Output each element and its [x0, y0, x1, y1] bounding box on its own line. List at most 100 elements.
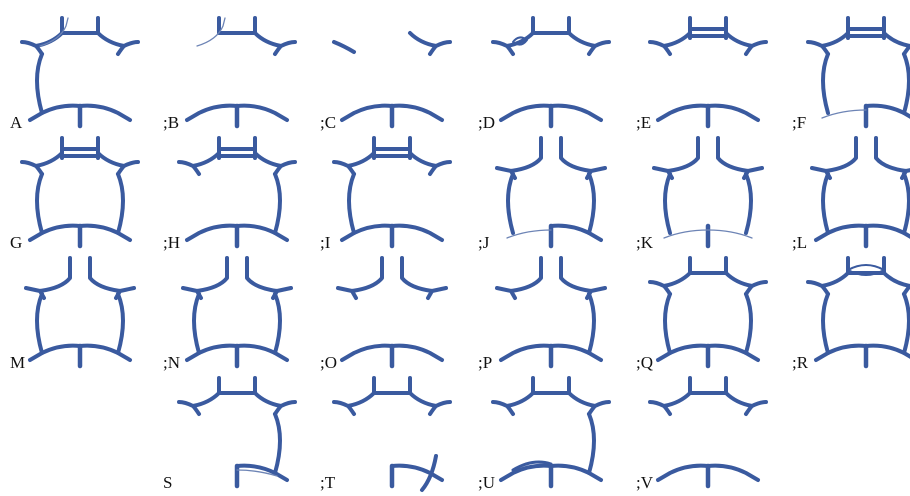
left-a1-vessel	[20, 151, 64, 176]
left-a1-vessel	[20, 31, 64, 56]
variant-label: ;O	[320, 353, 337, 372]
right-p1-vessel	[549, 463, 603, 482]
variant-label: S	[163, 473, 172, 492]
variant-diagram	[185, 16, 297, 129]
variant-label: ;N	[163, 353, 180, 372]
left-p1-vessel	[340, 103, 394, 122]
right-p1-vessel	[390, 343, 444, 362]
left-a1-vessel	[491, 31, 535, 56]
variant-diagram	[181, 256, 293, 369]
right-pcom-vessel	[587, 172, 596, 235]
right-p1-vessel	[78, 223, 132, 242]
double-acom-vessel	[217, 136, 257, 160]
right-p1-vessel	[864, 343, 910, 359]
right-p1-vessel	[235, 103, 289, 122]
variant-label: ;C	[320, 113, 336, 132]
variant-label: ;L	[792, 233, 807, 252]
left-p1-vessel	[28, 223, 82, 242]
variant-label: ;Q	[636, 353, 653, 372]
left-pcom-vessel	[663, 172, 672, 235]
left-p1-vessel	[340, 223, 394, 242]
right-a1-vessel	[724, 31, 768, 56]
left-p1-vessel	[185, 103, 239, 122]
acom-vessel	[217, 376, 257, 395]
acom-vessel	[372, 376, 412, 395]
separate-acas-vessel	[652, 136, 764, 180]
variant-label: M	[10, 353, 25, 372]
variant-label: ;V	[636, 473, 654, 492]
separate-acas-vessel	[495, 256, 607, 300]
left-p1-vessel	[28, 343, 82, 362]
acom-vessel	[531, 16, 571, 35]
left-p1-vessel	[814, 343, 868, 362]
right-p1-vessel	[549, 343, 603, 362]
variant-diagram	[177, 136, 297, 249]
variant-diagram	[20, 136, 140, 249]
right-a1-vessel	[253, 151, 297, 176]
left-p1-vessel	[185, 223, 239, 242]
right-a1-vessel	[253, 31, 297, 56]
right-p1-vessel	[78, 103, 132, 122]
variant-diagram	[491, 376, 611, 489]
variant-label: A	[10, 113, 23, 132]
variant-diagram	[648, 376, 768, 489]
variant-diagram	[332, 31, 452, 129]
right-a1-vessel	[882, 271, 910, 296]
right-pcom-vessel	[902, 52, 910, 115]
thin-left-a1-vessel	[39, 17, 69, 47]
right-pcom-vessel	[273, 292, 282, 355]
left-pcom-vessel	[821, 292, 830, 355]
right-pcom-vessel	[273, 172, 282, 235]
right-pcom-vessel	[744, 292, 753, 355]
variant-label: ;E	[636, 113, 651, 132]
left-pcom-vessel	[506, 172, 515, 235]
right-a1-vessel	[253, 391, 297, 416]
left-p1-vessel	[185, 343, 239, 362]
right-p1-vessel	[549, 223, 603, 242]
left-p1-vessel	[656, 103, 710, 122]
right-a1-vessel	[567, 391, 611, 416]
right-p1-vessel	[235, 343, 289, 362]
acom-vessel	[217, 16, 257, 35]
variant-diagram	[652, 136, 764, 249]
right-a1-vessel	[882, 31, 910, 56]
left-a1-vessel	[806, 31, 850, 56]
variant-label: ;I	[320, 233, 331, 252]
variant-diagram	[495, 256, 607, 369]
right-p1-vessel	[390, 463, 444, 482]
right-p1-vessel	[390, 223, 444, 242]
separate-acas-vessel	[24, 256, 136, 300]
left-p1-vessel	[656, 463, 710, 482]
left-pcom-vessel	[663, 292, 672, 355]
variant-label: ;U	[478, 473, 495, 492]
left-a1-vessel	[332, 151, 376, 176]
right-p1-vessel	[706, 463, 760, 482]
left-p1-vessel	[28, 103, 82, 122]
right-pcom-vessel	[587, 292, 596, 355]
variant-label: G	[10, 233, 22, 252]
variant-diagram	[806, 256, 910, 369]
left-pcom-vessel	[821, 52, 830, 115]
loop-center-vessel	[847, 264, 885, 276]
left-a1-vessel	[648, 31, 692, 56]
separate-acas-vessel	[495, 136, 607, 180]
variant-diagram	[806, 16, 910, 129]
right-p1-vessel	[549, 103, 603, 122]
right-pcom-vessel	[902, 292, 910, 355]
variant-diagram	[648, 256, 768, 369]
variant-label: ;J	[478, 233, 490, 252]
variant-diagram	[177, 376, 297, 489]
left-pcom-vessel	[821, 172, 830, 235]
thin-right-p1-vessel	[707, 229, 753, 239]
acom-vessel	[688, 256, 728, 275]
left-a1-vessel	[806, 271, 850, 296]
variant-label: ;D	[478, 113, 495, 132]
left-p1-vessel	[656, 343, 710, 362]
double-acom-vessel	[688, 16, 728, 40]
acom-vessel	[60, 16, 100, 35]
variant-label: ;B	[163, 113, 179, 132]
variant-diagram	[24, 256, 136, 369]
right-p1-vessel	[78, 343, 132, 362]
double-acom-vessel	[846, 16, 886, 40]
